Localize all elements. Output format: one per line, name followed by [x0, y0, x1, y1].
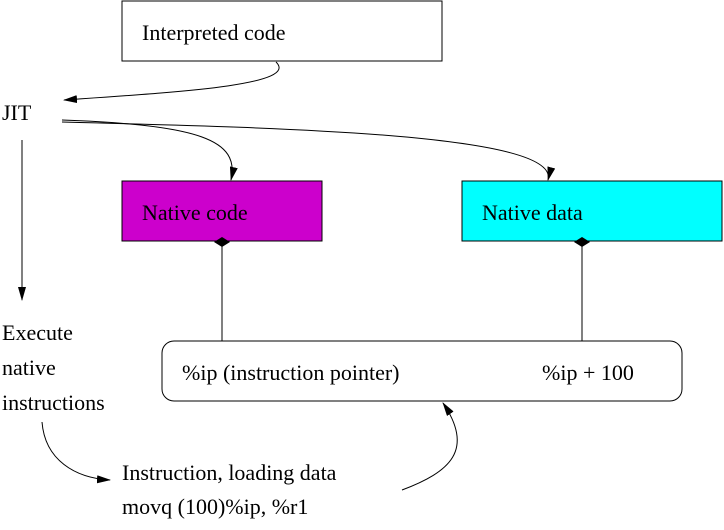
jit-to-native-data-arrow: [61, 121, 556, 181]
ip-register-box: %ip (instruction pointer) %ip + 100: [161, 340, 683, 402]
ip-pointer-label: %ip (instruction pointer): [182, 360, 400, 385]
jit-to-native-code-arrow: [61, 119, 238, 181]
instruction-line-1: Instruction, loading data: [122, 460, 337, 485]
native-code-box: Native code: [121, 180, 323, 242]
instruction-line-2: movq (100)%ip, %r1: [122, 494, 308, 519]
native-data-box: Native data: [461, 180, 723, 242]
interpreted-to-jit-arrow: [63, 61, 280, 104]
instruction-to-ip-arrow: [401, 402, 458, 491]
execute-line-2: native: [2, 355, 56, 380]
interpreted-code-box: Interpreted code: [121, 0, 443, 62]
instruction-label: Instruction, loading data movq (100)%ip,…: [122, 460, 342, 519]
interpreted-code-rect: [121, 0, 443, 62]
interpreted-code-label: Interpreted code: [142, 20, 286, 45]
ip-register-rect: [161, 340, 683, 402]
jit-label: JIT: [2, 100, 32, 125]
execute-line-3: instructions: [2, 390, 105, 415]
execute-line-1: Execute: [2, 320, 73, 345]
native-data-rect: [461, 180, 723, 242]
native-data-label: Native data: [482, 200, 583, 225]
native-code-label: Native code: [142, 200, 248, 225]
ip-offset-label: %ip + 100: [542, 360, 634, 385]
execute-to-instruction-arrow: [41, 421, 111, 484]
execute-label: Execute native instructions: [2, 320, 105, 415]
native-code-rect: [121, 180, 323, 242]
